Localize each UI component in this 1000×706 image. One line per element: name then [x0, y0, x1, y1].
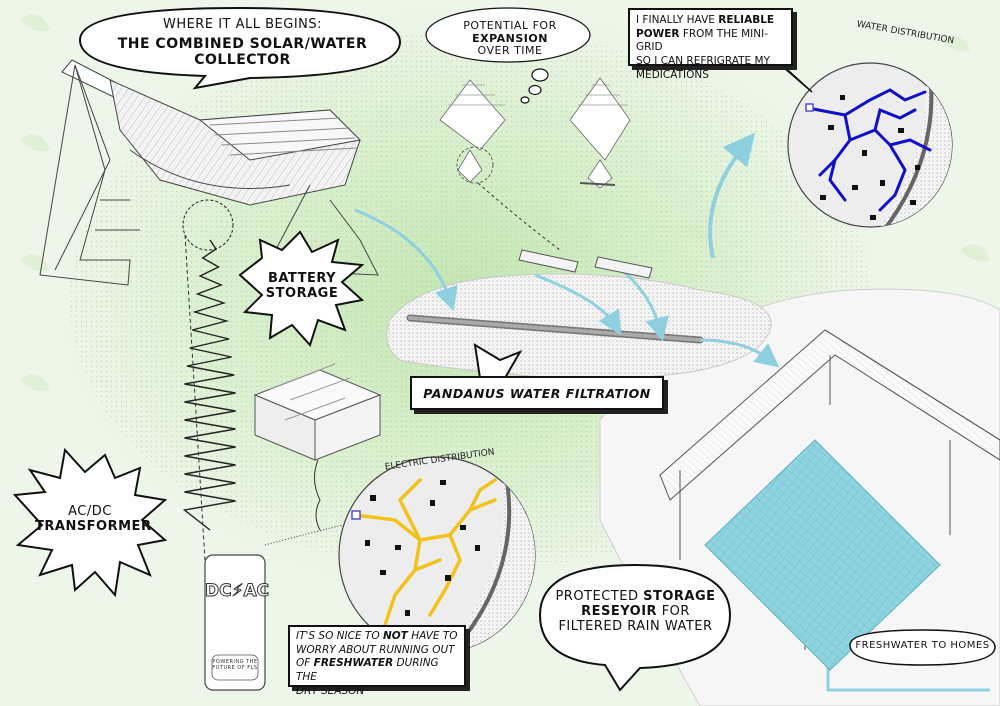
device-tag-frame	[211, 654, 259, 681]
power-quote-box: I finally have Reliable Power from the m…	[628, 8, 793, 81]
thought-bubble	[425, 7, 591, 104]
water-quote-bold2: freshwater	[313, 657, 394, 670]
water-quote-of: of	[296, 657, 311, 670]
transformer-burst-shape	[12, 447, 168, 598]
expansion-text-pre: Potential for	[463, 19, 557, 32]
storage-text-bold2: Reseyoir	[581, 603, 658, 619]
battery-pack	[253, 363, 382, 461]
battery-coil	[182, 239, 236, 531]
storage-shelter	[659, 329, 1000, 671]
expansion-text-post: over time	[477, 44, 543, 58]
storage-text-mid: for	[661, 603, 690, 619]
collector-title-line2: The combined solar/water collector	[117, 35, 368, 69]
storage-text-pre: Protected	[555, 589, 639, 604]
freshwater-bubble: Freshwater to homes	[855, 640, 990, 652]
power-quote-line3: so I can refrigrate my	[636, 54, 771, 67]
battery-label-line2: storage	[265, 285, 339, 301]
device-tag: Powering the future of FLS	[212, 659, 258, 672]
filtration-label: Pandanus water filtration	[423, 385, 651, 401]
power-quote-tail	[774, 59, 813, 93]
storage-text-bold1: Storage	[643, 589, 716, 604]
storage-bubble-shape	[538, 563, 732, 692]
storage-text-post: filtered rain water	[558, 618, 713, 634]
storage-bubble: Protected Storage Reseyoir for filtered …	[548, 589, 723, 635]
collector-tubes	[518, 249, 653, 279]
expansion-collectors	[439, 77, 631, 189]
water-quote-post: have to	[411, 630, 458, 642]
device-logo: DC⚡AC	[205, 581, 270, 601]
solar-water-collector	[39, 59, 379, 286]
power-quote-bold1: Reliable	[718, 14, 775, 26]
battery-cable	[314, 459, 321, 531]
expansion-bubble: Potential for expansion over time	[430, 19, 590, 58]
filtration-banner: Pandanus water filtration	[410, 376, 664, 410]
water-quote-line4: dry season	[296, 684, 365, 697]
water-quote-during: during the	[296, 657, 439, 683]
power-quote-line4: medications	[636, 68, 709, 81]
power-quote-bold2: Power	[636, 27, 680, 40]
freshwater-label: Freshwater to homes	[855, 640, 990, 651]
power-quote-pre: I finally have	[636, 14, 715, 26]
battery-bubble: Battery storage	[262, 271, 342, 302]
water-quote-line2: worry about running out	[296, 643, 455, 656]
device-leader	[264, 514, 386, 546]
transformer-label-line2: Transformer	[35, 518, 152, 534]
battery-label-line1: Battery	[267, 271, 337, 286]
expansion-leader	[477, 182, 561, 251]
device-tag-line2: future of FLS	[212, 664, 258, 671]
battery-burst-shape	[238, 230, 365, 347]
freshwater-bubble-shape	[849, 629, 996, 666]
transformer-bubble: AC/DC Transformer	[35, 504, 152, 535]
collector-leader	[184, 234, 206, 561]
power-quote-post: from the mini-grid	[636, 27, 768, 54]
water-quote-bold1: not	[382, 630, 408, 642]
collector-bubble-shape	[78, 6, 402, 90]
collector-title-line1: Where it all begins:	[162, 17, 323, 32]
expansion-text-bold: expansion	[472, 31, 548, 45]
device-tag-line1: Powering the	[212, 659, 258, 665]
water-quote-pre: It's so nice to	[296, 630, 380, 642]
transformer-label-line1: AC/DC	[68, 504, 112, 519]
collector-bubble: Where it all begins: The combined solar/…	[95, 17, 390, 69]
filtration-tail	[473, 343, 523, 379]
freshwater-quote-box: It's so nice to not have to worry about …	[288, 625, 466, 697]
